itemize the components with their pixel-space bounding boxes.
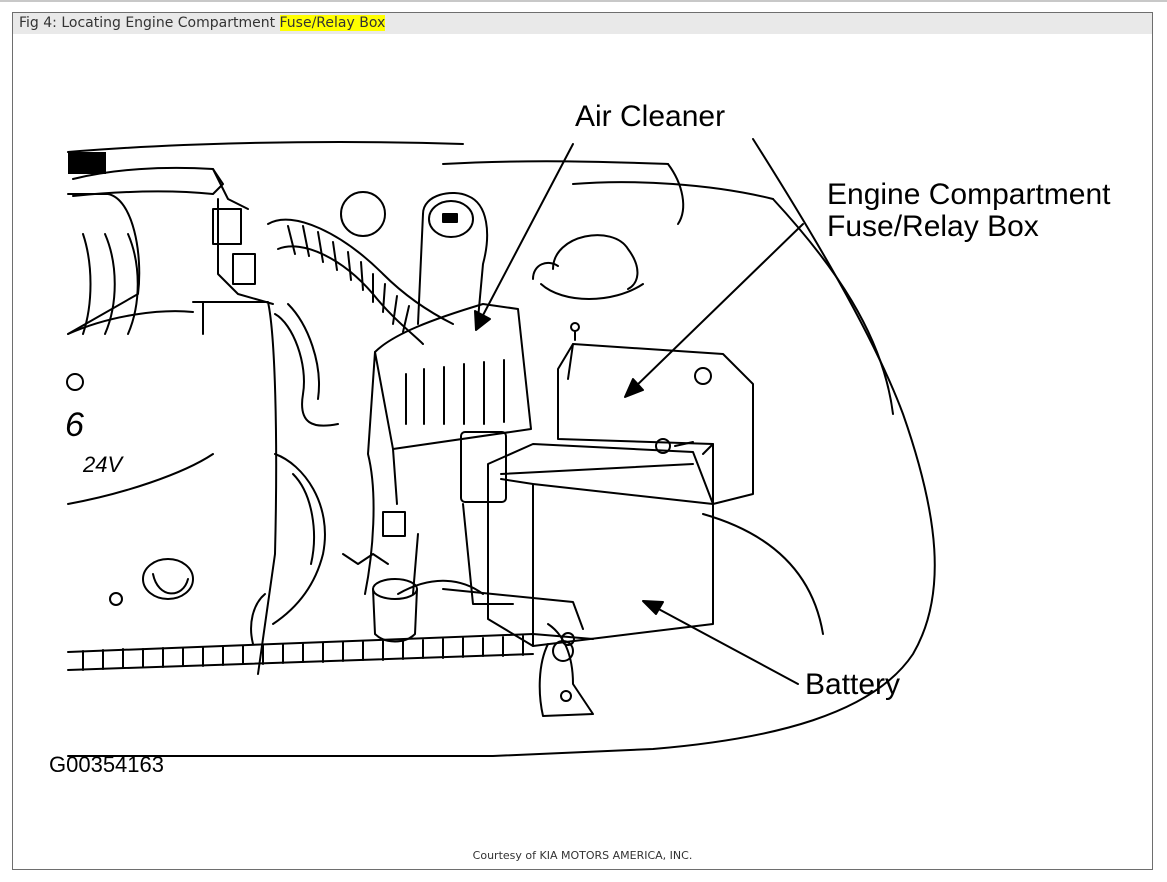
battery-label: Battery [805, 668, 901, 701]
fender-outline [67, 138, 936, 757]
credit-line: Courtesy of KIA MOTORS AMERICA, INC. [472, 849, 693, 862]
reservoir-cap [532, 234, 644, 341]
engine-block [66, 152, 278, 675]
engine-digit: 6 [65, 406, 84, 444]
radiator [67, 633, 594, 671]
figure-caption: Fig 4: Locating Engine Compartment Fuse/… [13, 13, 1152, 34]
engine-voltage: 24V [82, 452, 124, 477]
air-cleaner-label: Air Cleaner [575, 100, 726, 133]
leader-arrows [474, 143, 804, 685]
terminal-post [342, 553, 418, 643]
engine-compartment-drawing: 6 24V [65, 138, 936, 757]
caption-prefix: Fig 4: Locating Engine Compartment [19, 15, 280, 31]
air-cleaner-box [364, 303, 532, 605]
engine-markings: 6 24V [65, 406, 124, 477]
caption-highlight: Fuse/Relay Box [279, 15, 386, 31]
intake-hose [267, 191, 454, 345]
figure-frame: Fig 4: Locating Engine Compartment Fuse/… [12, 12, 1153, 870]
fuse-box-label-line1: Engine Compartment [827, 178, 1111, 211]
battery [487, 438, 714, 647]
battery-bracket [442, 588, 594, 717]
throttle-neck [417, 192, 489, 325]
image-code: G00354163 [49, 752, 164, 777]
fuse-relay-box [557, 343, 754, 505]
top-edge-line [0, 0, 1167, 2]
fuel-lines [72, 166, 339, 427]
fuse-box-label-line2: Fuse/Relay Box [827, 210, 1039, 243]
lower-hose [109, 453, 574, 662]
